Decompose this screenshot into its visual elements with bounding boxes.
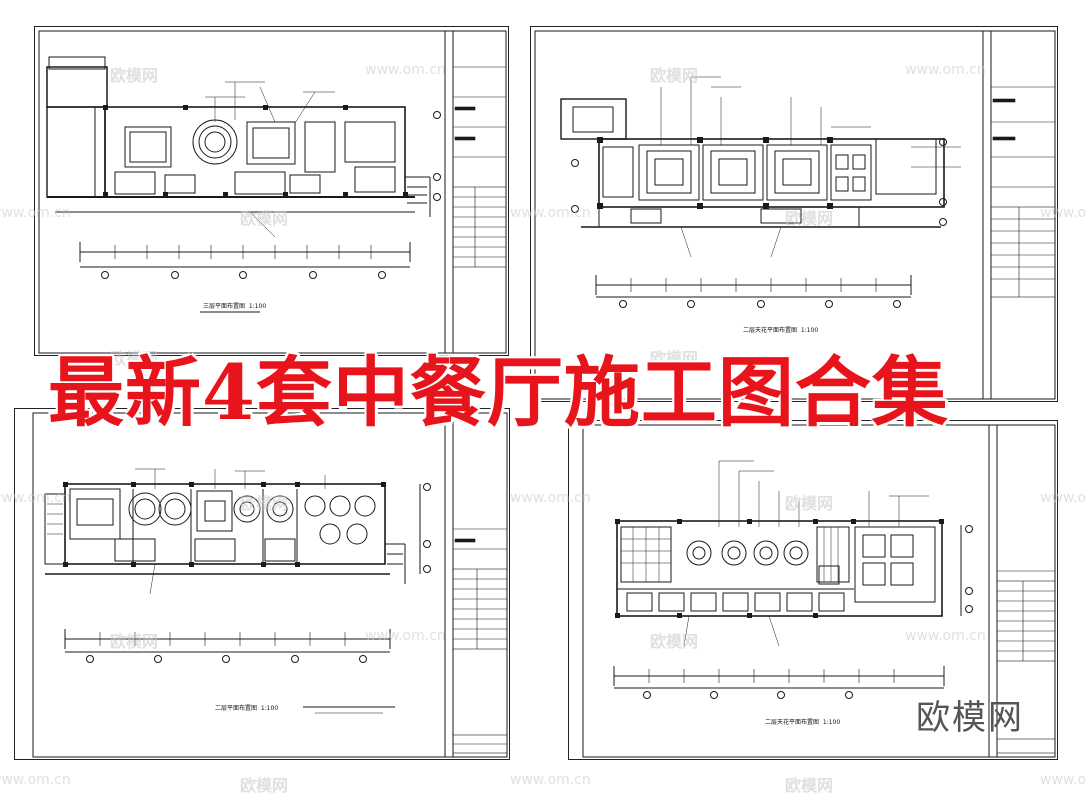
- watermark-cn: 欧模网: [785, 776, 834, 795]
- watermark-cn: 欧模网: [110, 349, 159, 368]
- watermark-cn: 欧模网: [240, 494, 289, 513]
- watermark-cn: 欧模网: [650, 632, 699, 651]
- watermark-url: www.om.cn: [1040, 772, 1086, 788]
- drawing-sheet-3: 二层平面布置图 1:100: [14, 408, 510, 760]
- sheet-3-scale: 1:100: [260, 705, 279, 712]
- watermark-url: www.om.cn: [905, 628, 986, 644]
- sheet-1-scale: 1:100: [248, 303, 267, 310]
- drawing-sheet-4: 二层天花平面布置图 1:100: [568, 420, 1058, 760]
- drawing-sheet-2: 二层天花平面布置图 1:100: [530, 26, 1058, 402]
- watermark-url: www.om.cn: [1040, 205, 1086, 221]
- watermark-cn: 欧模网: [240, 209, 289, 228]
- sheet-4-scale: 1:100: [822, 719, 841, 726]
- sheet-1-caption: 三层平面布置图 1:100: [203, 301, 266, 310]
- watermark-url: www.om.cn: [1040, 490, 1086, 506]
- watermark-url: www.om.cn: [0, 490, 71, 506]
- watermark-cn: 欧模网: [785, 209, 834, 228]
- watermark-url: www.om.cn: [365, 62, 446, 78]
- sheet-4-caption: 二层天花平面布置图 1:100: [765, 717, 840, 726]
- watermark-cn: 欧模网: [110, 66, 159, 85]
- watermark-cn: 欧模网: [110, 632, 159, 651]
- headline-title: 最新4套中餐厅施工图合集: [48, 348, 949, 437]
- sheet-3-caption: 二层平面布置图 1:100: [215, 703, 278, 712]
- sheet-2-caption: 二层天花平面布置图 1:100: [743, 325, 818, 334]
- sheet-4-title: 二层天花平面布置图: [765, 719, 820, 726]
- drawing-sheet-1: 三层平面布置图 1:100: [34, 26, 509, 356]
- floor-plan-3: [32, 412, 508, 758]
- sheet-2-title: 二层天花平面布置图: [743, 327, 798, 334]
- watermark-url: www.om.cn: [510, 205, 591, 221]
- ceiling-plan-4: [582, 424, 1056, 758]
- watermark-url: www.om.cn: [510, 490, 591, 506]
- watermark-cn: 欧模网: [650, 349, 699, 368]
- sheet-2-scale: 1:100: [800, 327, 819, 334]
- watermark-cn: 欧模网: [785, 494, 834, 513]
- watermark-cn: 欧模网: [240, 776, 289, 795]
- watermark-url: www.om.cn: [0, 772, 71, 788]
- watermark-url: www.om.cn: [510, 772, 591, 788]
- brand-watermark: 欧模网: [916, 698, 1024, 738]
- sheet-3-title: 二层平面布置图: [215, 705, 258, 712]
- sheet-1-title: 三层平面布置图: [203, 303, 246, 310]
- watermark-url: www.om.cn: [905, 62, 986, 78]
- watermark-url: www.om.cn: [0, 205, 71, 221]
- floor-plan-1: [38, 30, 507, 354]
- watermark-cn: 欧模网: [650, 66, 699, 85]
- watermark-url: www.om.cn: [365, 628, 446, 644]
- ceiling-plan-2: [534, 30, 1056, 400]
